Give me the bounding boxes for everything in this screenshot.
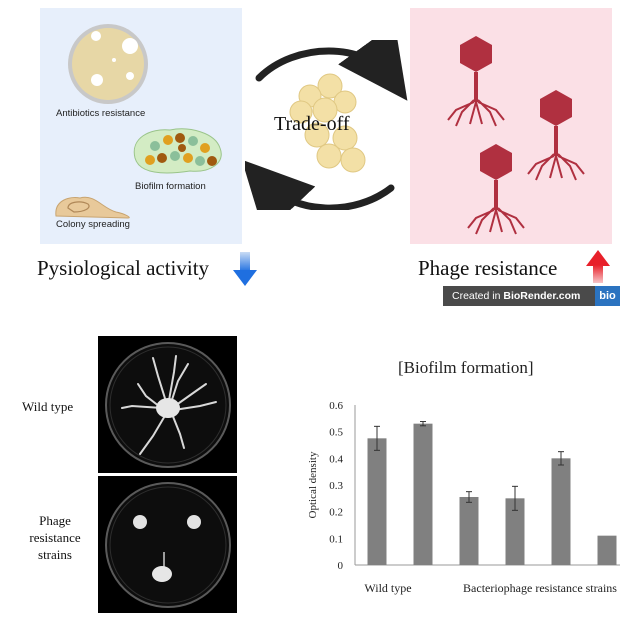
- y-axis-label: Optical density: [307, 451, 319, 518]
- y-tick-label: 0.5: [329, 427, 343, 439]
- group-label-wild-type: Wild type: [364, 581, 411, 595]
- bar: [597, 535, 617, 565]
- bar: [367, 438, 387, 565]
- cycle-arrow-bottom: [245, 159, 395, 210]
- phage-label-line-1: Phage: [39, 513, 71, 528]
- phage-resistance-plate-photo: [98, 476, 237, 613]
- biofilm-icon: [133, 128, 222, 174]
- y-tick-label: 0: [338, 560, 344, 572]
- y-tick-label: 0.4: [329, 453, 343, 465]
- y-tick-label: 0.1: [329, 533, 343, 545]
- physiology-illustration: [55, 24, 222, 219]
- group-label-phage-resistance: Bacteriophage resistance strains: [463, 581, 617, 595]
- credit-brand: BioRender.com: [503, 290, 581, 302]
- phage-label-line-3: strains: [38, 547, 72, 562]
- y-tick-label: 0.2: [329, 507, 343, 519]
- tradeoff-diagram: [245, 40, 408, 210]
- increase-arrow-icon: [586, 250, 610, 283]
- wild-type-plate-photo: [98, 336, 237, 473]
- biofilm-formation-label: Biofilm formation: [135, 181, 206, 192]
- biorender-logo: bio: [595, 286, 620, 306]
- bar: [459, 497, 479, 565]
- y-tick-label: 0.6: [329, 400, 343, 412]
- phage-icon: [467, 143, 525, 235]
- phage-resistance-strains-label: Phage resistance strains: [20, 512, 90, 563]
- phage-illustration: [447, 35, 585, 235]
- cycle-arrow-top: [255, 40, 408, 101]
- phage-panel: [410, 8, 612, 244]
- decrease-arrow-icon: [233, 252, 257, 286]
- bar: [413, 423, 433, 565]
- chart-title: [Biofilm formation]: [398, 358, 534, 377]
- wild-type-label: Wild type: [22, 399, 74, 414]
- bar: [551, 458, 571, 565]
- bar: [505, 498, 525, 565]
- phage-icon: [527, 89, 585, 181]
- colony-spreading-icon: [55, 196, 130, 219]
- physiology-panel: Antibiotics resistance Biofilm formation…: [40, 8, 242, 244]
- biorender-credit: Created in BioRender.com bio: [443, 286, 620, 306]
- phage-label-line-2: resistance: [29, 530, 81, 545]
- tradeoff-label: Trade-off: [274, 113, 350, 135]
- credit-prefix: Created in: [452, 290, 504, 302]
- colony-spreading-label: Colony spreading: [56, 219, 130, 230]
- phage-icon: [447, 35, 505, 127]
- petri-dish-icon: [68, 24, 148, 104]
- phage-resistance-caption: Phage resistance: [418, 256, 558, 280]
- y-tick-label: 0.3: [329, 480, 343, 492]
- physiological-activity-caption: Pysiological activity: [37, 256, 210, 280]
- antibiotics-resistance-label: Antibiotics resistance: [56, 108, 146, 119]
